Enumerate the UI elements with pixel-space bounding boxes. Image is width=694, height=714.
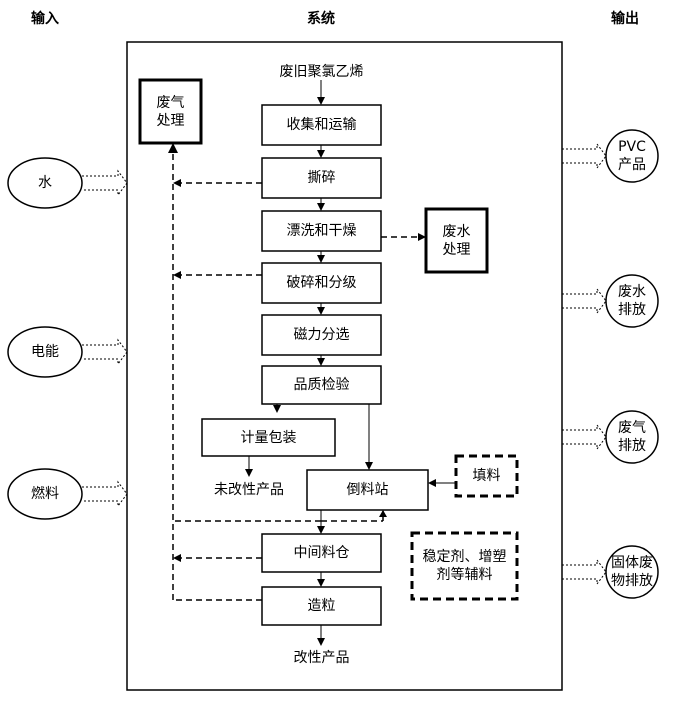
collect-label: 收集和运输: [286, 117, 357, 133]
output-header: 输出: [611, 11, 639, 27]
solid-output-label: 固体废 物排放: [611, 555, 653, 589]
modified-label: 改性产品: [293, 650, 350, 666]
wastewater-output-circle: [605, 274, 659, 328]
package-label: 计量包装: [240, 429, 297, 446]
granulate-label: 造粒: [307, 598, 336, 614]
input-header: 输入: [31, 11, 59, 27]
wash-label: 漂洗和干燥: [286, 223, 357, 239]
water-input-ellipse: [7, 157, 83, 209]
output-arrows: [562, 142, 607, 586]
electric-input-ellipse: [7, 326, 83, 378]
quality-label: 品质检验: [293, 377, 350, 393]
gas-up-arrow: [168, 143, 178, 153]
solid-output-circle: [605, 545, 659, 599]
electric-input-label: 电能: [31, 344, 59, 360]
quality-box: [261, 365, 382, 405]
unmodified-label: 未改性产品: [214, 482, 284, 498]
tear-label: 撕碎: [307, 170, 336, 186]
gas-treatment-box: [138, 78, 203, 145]
magnetic-label: 磁力分选: [293, 327, 350, 343]
filler-label: 填料: [472, 468, 501, 484]
filler-box: [454, 454, 519, 498]
system-header: 系统: [307, 11, 335, 27]
pvc-output-circle: [605, 129, 659, 183]
source-label: 废旧聚氯乙烯: [279, 64, 364, 80]
wastegas-output-label: 废气 排放: [618, 420, 646, 454]
fuel-input-label: 燃料: [31, 486, 59, 502]
additives-box: [410, 531, 519, 601]
package-box: [201, 418, 336, 457]
water-treatment-label: 废水 处理: [442, 223, 471, 258]
pvc-output-label: PVC 产品: [618, 139, 646, 173]
transfer-label: 倒料站: [346, 482, 389, 498]
system-boundary: [126, 41, 563, 691]
gas-treatment-label: 废气 处理: [156, 94, 185, 129]
water-treatment-box: [424, 207, 489, 274]
fuel-input-ellipse: [7, 468, 83, 520]
wastegas-output-circle: [605, 410, 659, 464]
transfer-box: [306, 469, 429, 511]
water-input-label: 水: [38, 175, 52, 191]
crush-label: 破碎和分级: [286, 275, 357, 291]
additives-label: 稳定剂、增塑 剂等辅料: [422, 549, 507, 583]
silo-label: 中间料仓: [293, 545, 350, 561]
wastewater-output-label: 废水 排放: [618, 284, 646, 318]
input-arrows: [82, 169, 128, 508]
